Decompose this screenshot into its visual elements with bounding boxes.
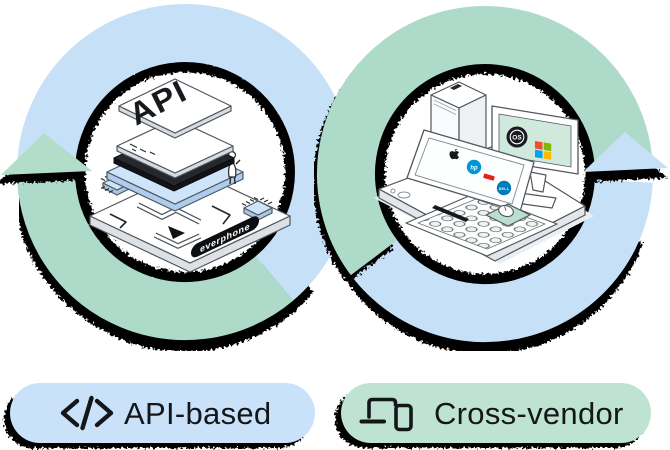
- badge-vendor-bg[interactable]: [341, 383, 651, 443]
- dell-logo: DELL: [496, 180, 512, 196]
- badge-api-bg[interactable]: [10, 383, 315, 443]
- left-loop-arrowhead: [1, 133, 92, 175]
- left-loop-inner-shadow: [73, 60, 297, 284]
- right-loop-arrowhead: [583, 132, 668, 172]
- api-card: [118, 78, 232, 134]
- vendor-logos: hp DELL: [449, 148, 512, 196]
- tower-port: [450, 84, 462, 90]
- left-loop-green-band: [17, 166, 294, 341]
- right-loop-green-band: [317, 6, 653, 276]
- cable-item: [397, 191, 411, 199]
- macos-logo: OS: [506, 126, 528, 148]
- badge-vendor-label: Cross-vendor: [434, 396, 624, 431]
- mouse: [498, 204, 514, 218]
- badge-api-based[interactable]: API-based: [10, 383, 315, 443]
- badge-cross-vendor[interactable]: Cross-vendor: [341, 383, 651, 443]
- svg-text:DELL: DELL: [499, 187, 510, 191]
- badge-api-label: API-based: [124, 396, 271, 431]
- code-slash-icon: [60, 395, 114, 431]
- laptop: hp DELL: [405, 129, 558, 257]
- hp-logo: hp: [466, 159, 482, 175]
- svg-text:hp: hp: [470, 166, 478, 172]
- board-traces: [109, 202, 231, 249]
- apple-logo: [449, 148, 460, 160]
- right-loop-blue-band: [347, 179, 653, 343]
- devices-icon: [359, 397, 413, 432]
- multi-vendor-desk-illustration: OS hp: [374, 81, 594, 264]
- board-arrow-mark: [168, 226, 185, 239]
- schematic-marks: [129, 143, 156, 156]
- dongle-item: [390, 188, 396, 194]
- api-stack-illustration: everphone API: [89, 73, 291, 273]
- monitor-stand: [529, 171, 547, 193]
- lenovo-logo: [483, 173, 495, 181]
- svg-text:OS: OS: [512, 135, 522, 142]
- mousepad: [485, 203, 531, 227]
- microsoft-logo: [535, 141, 552, 160]
- laptop-dark-bar: [432, 205, 469, 222]
